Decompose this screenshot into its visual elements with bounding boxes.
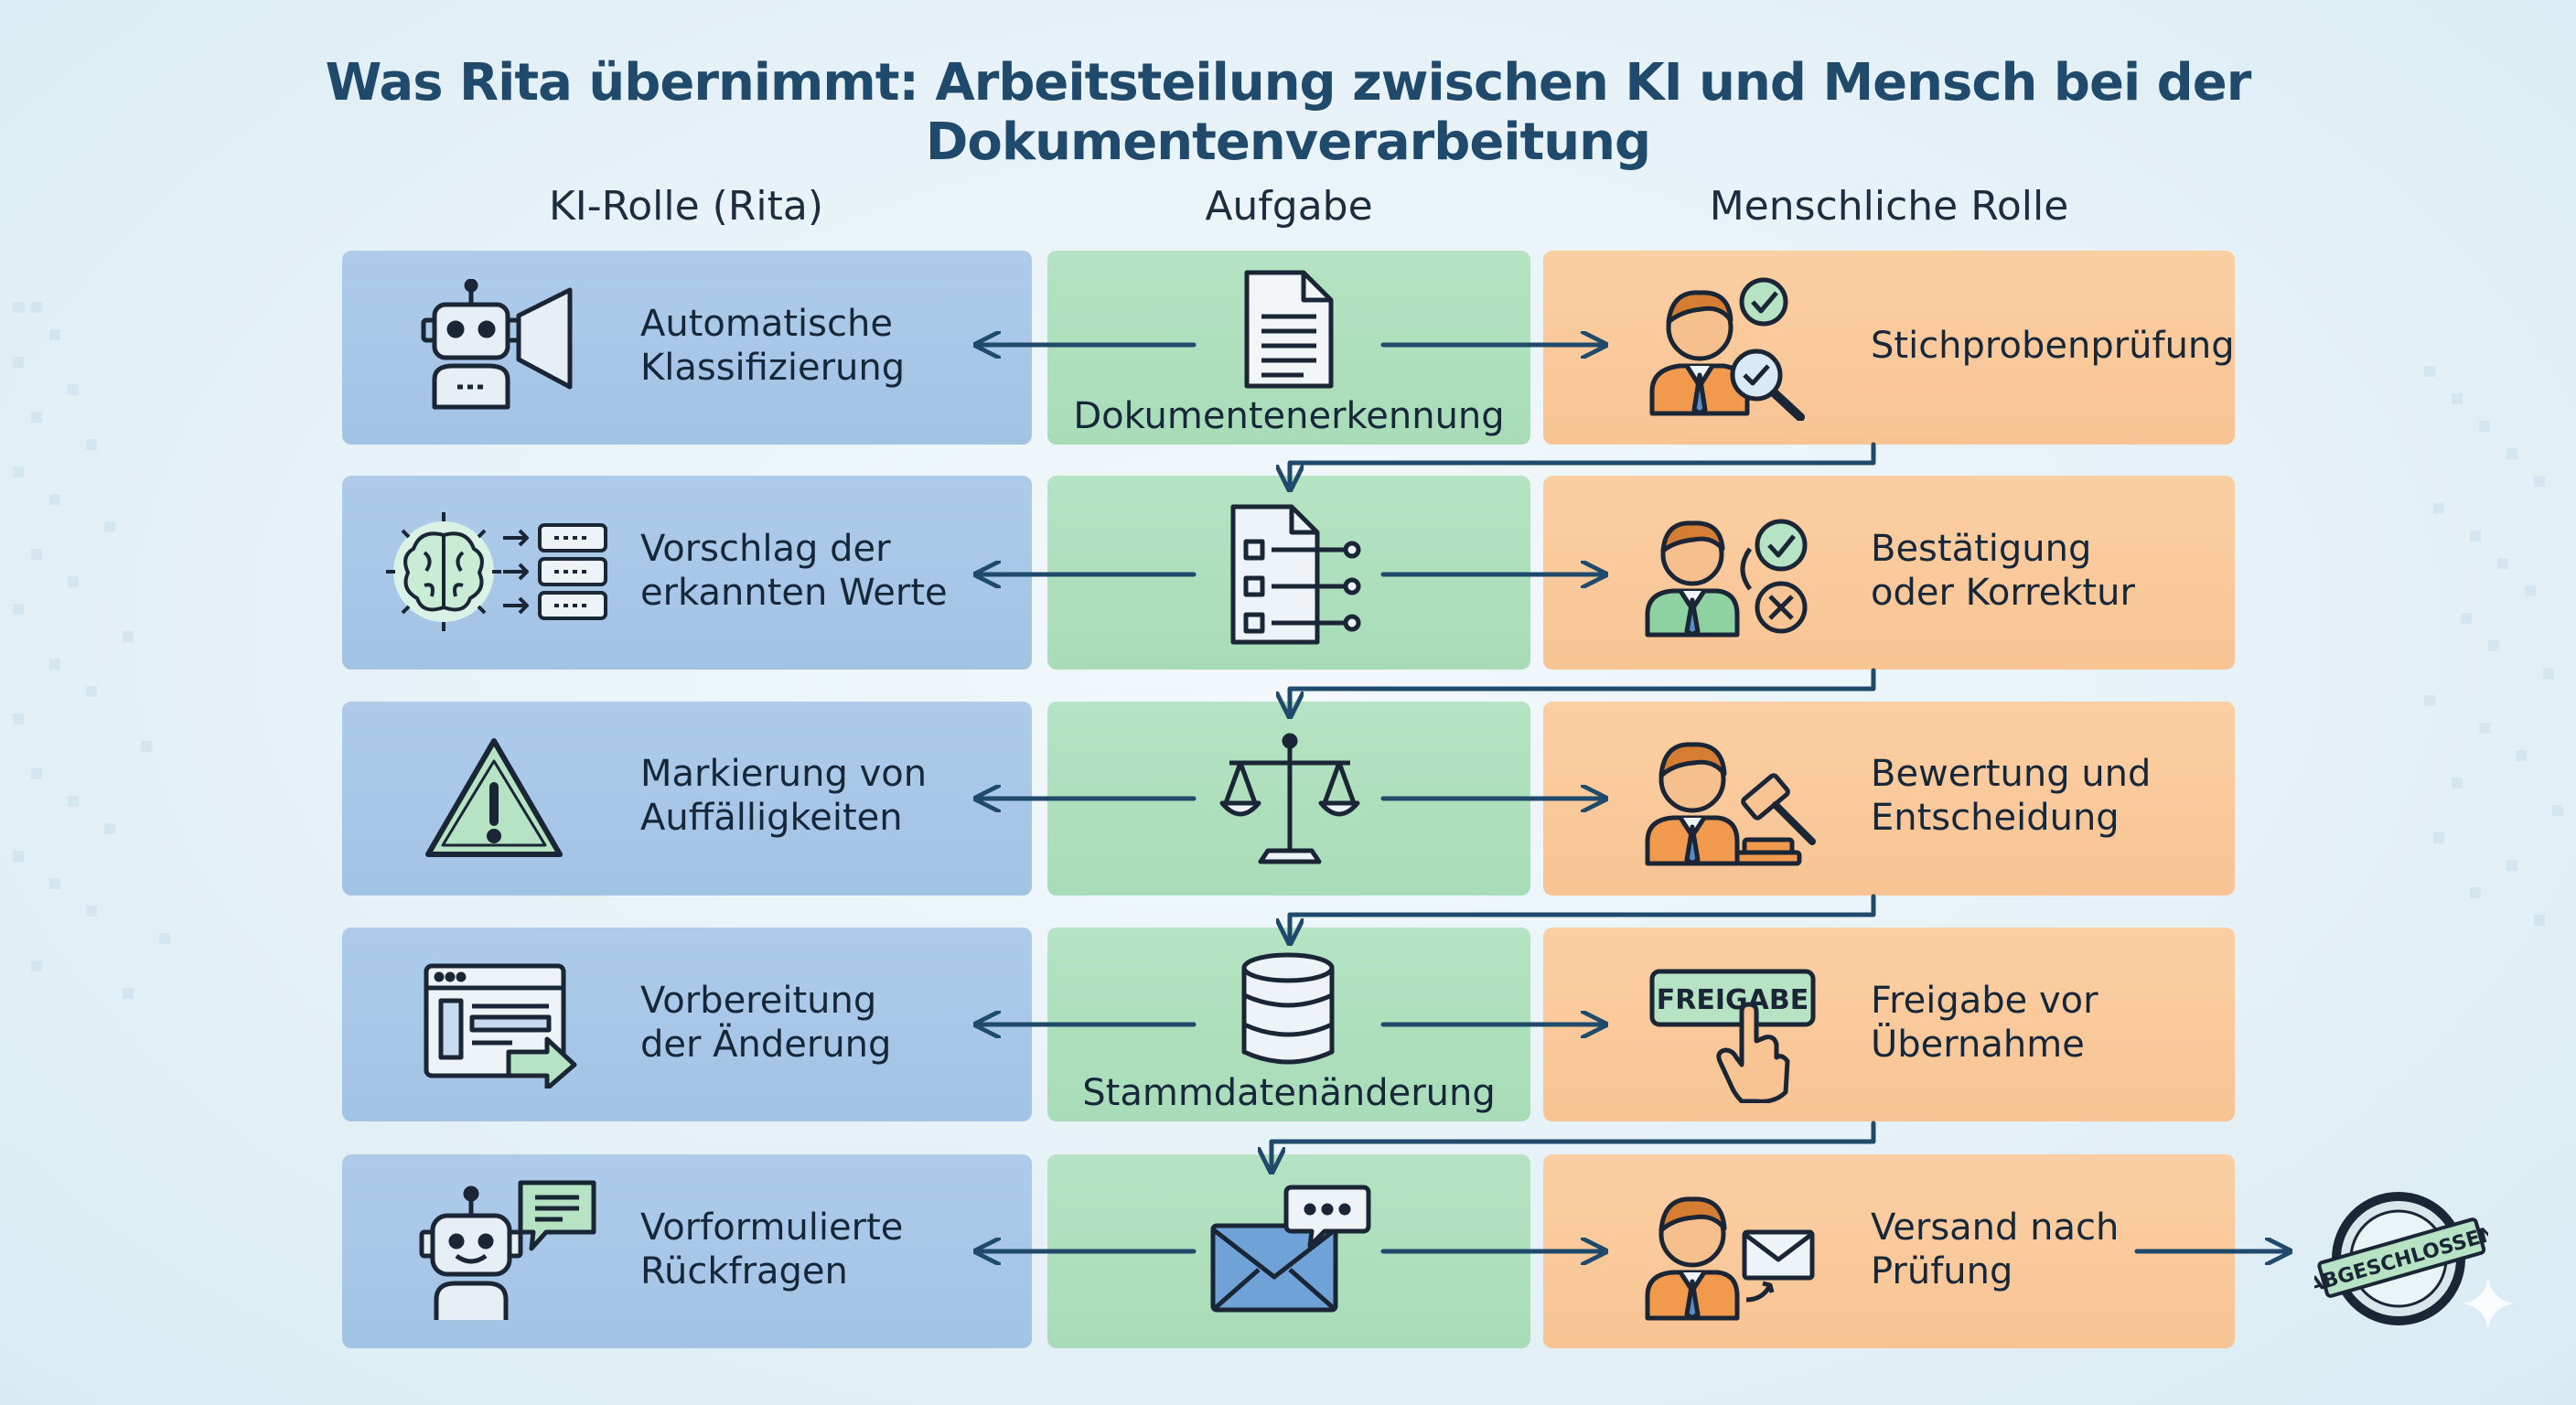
- robot-megaphone-icon: [421, 279, 573, 410]
- envelope-chat-icon: [1210, 1185, 1371, 1313]
- human-label-row-1: Stichprobenprüfung: [1871, 325, 2235, 367]
- person-gavel-icon: [1645, 742, 1816, 866]
- brain-fields-icon: [386, 512, 607, 631]
- database-icon: [1241, 952, 1335, 1065]
- scales-icon: [1219, 733, 1360, 864]
- connector-row1-row2: [1290, 442, 1876, 487]
- task-label-row-4: Stammdatenänderung: [1082, 1072, 1496, 1114]
- completed-stamp-icon: ABGESCHLOSSEN: [2314, 1192, 2488, 1325]
- person-envelope-icon: [1645, 1196, 1815, 1321]
- person-magnifier-check-icon: [1649, 277, 1805, 421]
- connector-row3-row4: [1290, 894, 1876, 940]
- column-header-task: Aufgabe: [1205, 183, 1373, 230]
- connector-row4-row5: [1272, 1121, 1876, 1169]
- ai-band-row-3: [342, 702, 1032, 896]
- warning-triangle-icon: [425, 738, 563, 857]
- document-icon: [1244, 270, 1334, 389]
- page-title: Was Rita übernimmt: Arbeitsteilung zwisc…: [325, 53, 2252, 172]
- column-header-human: Menschliche Rolle: [1709, 183, 2069, 230]
- sparkle-icon: [2463, 1278, 2514, 1329]
- connector-row2-row3: [1290, 668, 1876, 713]
- human-band-row-2: [1543, 476, 2235, 670]
- form-checklist-icon: [1230, 504, 1361, 645]
- robot-chat-icon: [419, 1180, 596, 1320]
- approval-button-hand-icon: FREIGABE: [1649, 969, 1816, 1103]
- column-header-ai: KI-Rolle (Rita): [548, 183, 824, 230]
- browser-window-arrow-icon: [424, 963, 577, 1089]
- person-check-cross-icon: [1645, 519, 1808, 638]
- freigabe-badge-text: FREIGABE: [1657, 984, 1809, 1016]
- task-label-row-1: Dokumentenerkennung: [1073, 395, 1505, 437]
